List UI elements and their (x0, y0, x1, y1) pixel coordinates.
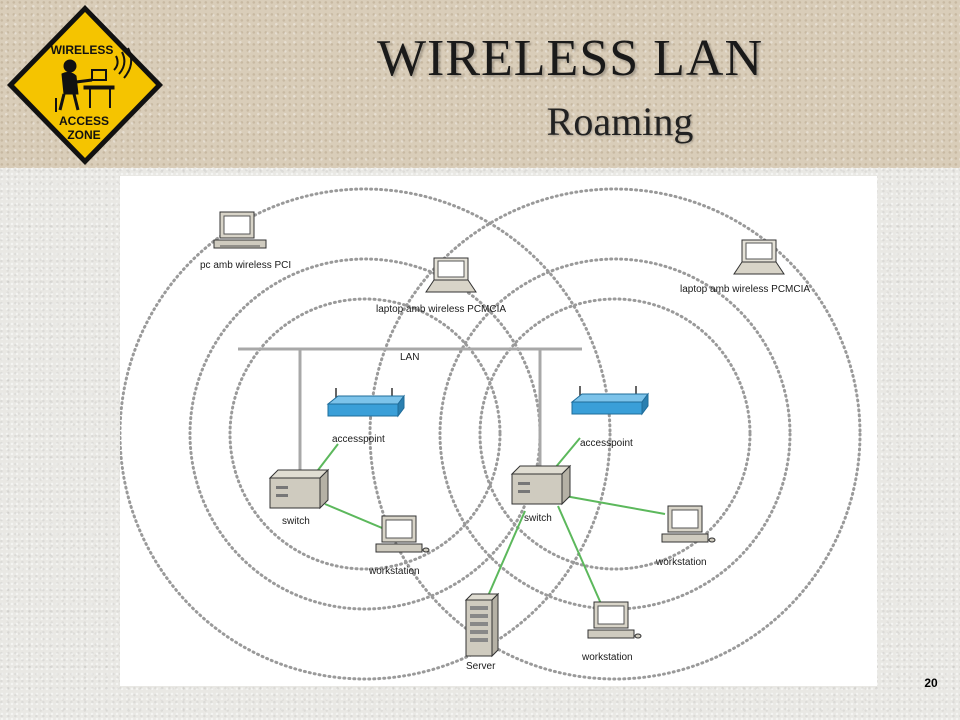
laptop-right-label: laptop amb wireless PCMCIA (680, 284, 811, 295)
workstation-icon (587, 601, 642, 639)
laptop-icon (425, 257, 477, 293)
page-number: 20 (924, 676, 938, 690)
lan-label: LAN (400, 352, 420, 363)
switch-left-label: switch (282, 516, 310, 527)
server-label: Server (466, 661, 496, 672)
workstation-icon (661, 505, 716, 543)
coverage-ring-left-inner (228, 297, 502, 571)
server-icon (464, 592, 500, 658)
workstation-right-top-label: workstation (656, 557, 707, 568)
access-point-icon (326, 388, 405, 418)
workstation-left-label: workstation (369, 566, 420, 577)
slide-subtitle: Roaming (546, 99, 694, 144)
workstation-right-bottom-label: workstation (582, 652, 633, 663)
switch-icon (510, 464, 572, 506)
laptop-center-label: laptop amb wireless PCMCIA (376, 304, 507, 315)
lan-bus (238, 347, 582, 476)
coverage-ring-right-inner (478, 297, 752, 571)
slide-title: WIRELESS LAN (376, 30, 764, 87)
wireless-signal-icon (113, 47, 133, 79)
accesspoint-left-label: accesspoint (332, 434, 385, 445)
wireless-access-zone-logo: WIRELESS ACCESS ZONE (7, 5, 163, 165)
person-at-desk-icon (55, 59, 115, 112)
pc-wireless-label: pc amb wireless PCI (200, 260, 292, 271)
workstation-icon (375, 515, 430, 553)
logo-text-zone: ZONE (67, 128, 100, 142)
coverage-ring-left-outer (120, 187, 612, 681)
access-point-icon (570, 386, 649, 416)
slide-header (0, 0, 960, 168)
logo-text-wireless: WIRELESS (51, 43, 114, 57)
accesspoint-right-label: accesspoint (580, 438, 633, 449)
desktop-pc-icon (213, 211, 267, 249)
switch-right-label: switch (524, 513, 552, 524)
switch-icon (268, 468, 330, 510)
logo-text-access: ACCESS (59, 114, 109, 128)
network-links (314, 437, 666, 607)
network-diagram: LAN pc amb wireless PCI laptop amb wirel… (120, 176, 877, 686)
coverage-ring-right-outer (368, 187, 862, 681)
laptop-icon (733, 239, 785, 275)
